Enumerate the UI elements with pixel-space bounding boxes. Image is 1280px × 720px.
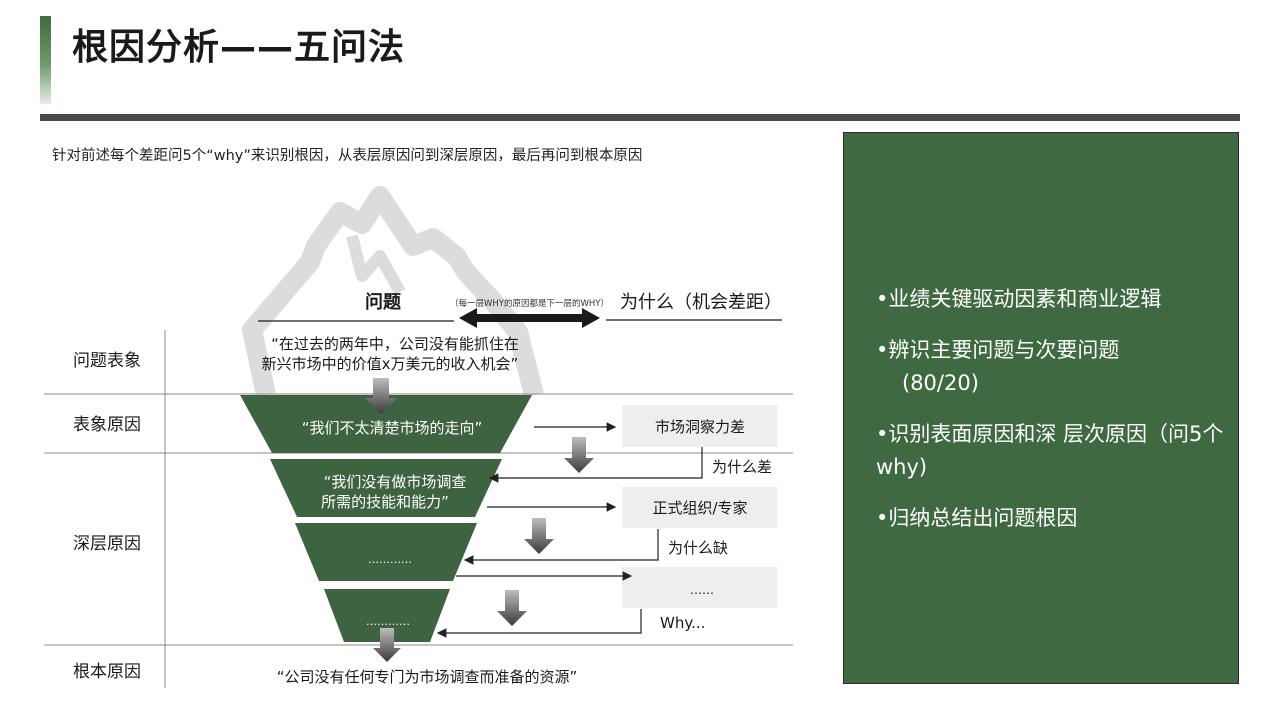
down-arrow-icon (524, 518, 554, 554)
funnel-layer-2 (270, 459, 502, 517)
row-label-symptom: 问题表象 (73, 351, 141, 371)
funnel-layer-4 (324, 589, 450, 642)
summary-list: •业绩关键驱动因素和商业逻辑 •辨识主要问题与次要问题 (80/20) •识别表… (844, 133, 1238, 535)
summary-item-root: •归纳总结出问题根因 (876, 506, 1078, 530)
funnel-layer-2-text-line1: “我们没有做市场调查 (324, 473, 467, 491)
header-question: 问题 (365, 292, 402, 313)
row-label-surface: 表象原因 (73, 415, 141, 435)
side-box-more (622, 567, 777, 608)
title-accent-bar (40, 16, 51, 104)
title-divider (40, 114, 1240, 121)
down-arrow-icon (373, 628, 401, 662)
funnel-layer-1 (240, 395, 532, 453)
problem-statement-line2: 新兴市场中的价值x万美元的收入机会” (262, 355, 519, 373)
problem-statement-line1: “在过去的两年中，公司没有能抓住在 (271, 335, 519, 353)
slide-title: 根因分析——五问法 (72, 27, 406, 68)
funnel-layer-3 (295, 523, 477, 581)
summary-item-causes: •识别表面原因和深 层次原因（问5个why) (876, 422, 1224, 479)
intro-text: 针对前述每个差距问5个“why”来识别根因，从表层原因问到深层原因，最后再问到根… (52, 148, 643, 164)
side-box-market-insight (622, 405, 777, 447)
side-box-organization-text: 正式组织/专家 (652, 499, 747, 517)
side-box-market-insight-text: 市场洞察力差 (655, 418, 745, 436)
down-arrow-icon (564, 437, 594, 473)
funnel-layer-4-text: ………… (366, 615, 410, 628)
side-box-more-text: …… (690, 583, 714, 597)
return-connector (463, 529, 659, 565)
row-label-root: 根本原因 (73, 662, 141, 682)
return-connector (488, 447, 703, 483)
header-note: （每一层WHY的原因都是下一层的WHY） (450, 298, 609, 309)
root-statement: “公司没有任何专门为市场调查而准备的资源” (277, 668, 578, 686)
row-label-deep: 深层原因 (73, 534, 141, 554)
iceberg-inner-crack (346, 234, 406, 295)
summary-panel: •业绩关键驱动因素和商业逻辑 •辨识主要问题与次要问题 (80/20) •识别表… (843, 132, 1239, 684)
funnel-layer-1-text: “我们不太清楚市场的走向” (302, 419, 483, 437)
summary-item-drivers: •业绩关键驱动因素和商业逻辑 (876, 287, 1162, 311)
return-connector (436, 609, 642, 638)
funnel-layer-2-text-line2: 所需的技能和能力” (321, 493, 449, 511)
why-label-1: 为什么差 (712, 458, 772, 476)
header-why: 为什么（机会差距） (620, 292, 782, 313)
summary-item-priority-ratio: (80/20) (902, 371, 979, 395)
double-arrow-icon (459, 308, 600, 328)
why-label-2: 为什么缺 (668, 539, 728, 557)
down-arrow-icon (365, 378, 397, 414)
summary-item-priority: •辨识主要问题与次要问题 (80/20) (876, 334, 1228, 400)
side-box-organization (622, 487, 777, 528)
why-label-3: Why... (660, 614, 705, 632)
summary-item-priority-text: •辨识主要问题与次要问题 (876, 338, 1120, 362)
iceberg-outline (242, 186, 544, 398)
down-arrow-icon (497, 590, 527, 626)
funnel-layer-3-text: ………… (368, 553, 412, 566)
